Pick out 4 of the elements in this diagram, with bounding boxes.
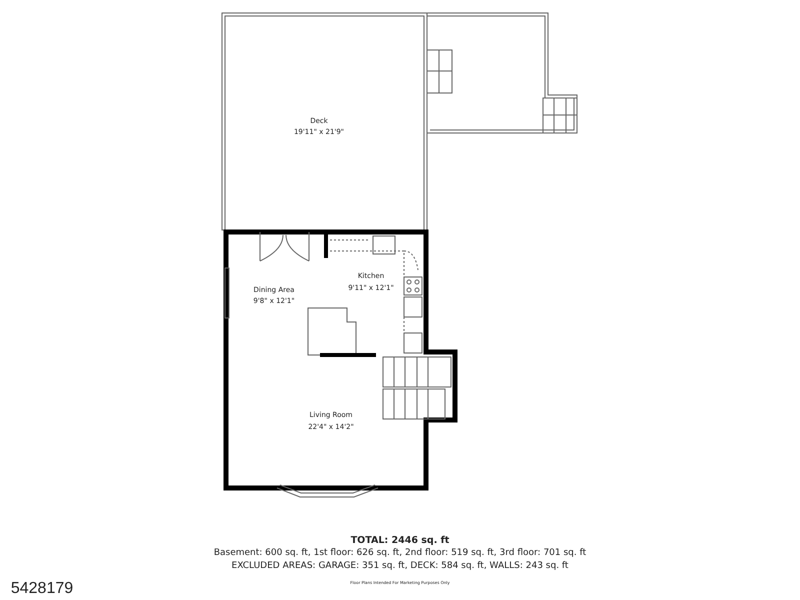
area-breakdown: Basement: 600 sq. ft, 1st floor: 626 sq. ft, 2nd floor: 519 sq. ft, 3rd floor: 701 sq. ft xyxy=(214,548,586,558)
listing-number: 5428179 xyxy=(10,580,74,598)
excluded-areas: EXCLUDED AREAS: GARAGE: 351 sq. ft, DECK: 584 sq. ft, WALLS: 243 sq. ft xyxy=(232,561,568,571)
area-total: TOTAL: 2446 sq. ft xyxy=(350,535,450,546)
